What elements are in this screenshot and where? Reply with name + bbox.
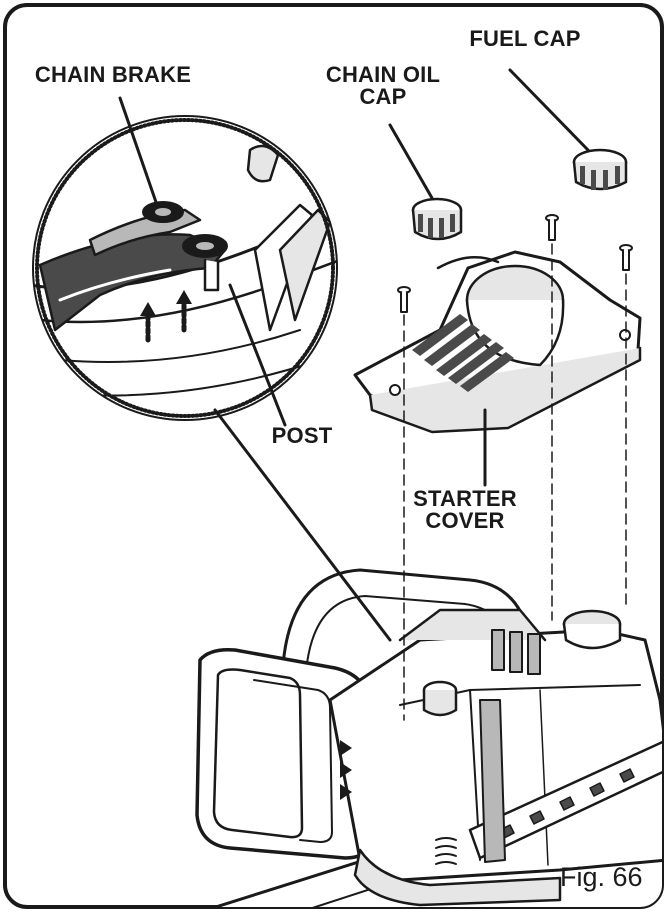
post-label: POST — [271, 423, 333, 448]
chain-oil-cap-label: CHAIN OIL CAP — [325, 62, 441, 109]
leader-lines — [118, 68, 590, 642]
fuel-cap-label: FUEL CAP — [469, 26, 581, 51]
detail-zoom — [32, 115, 338, 421]
direction-arrows — [140, 290, 192, 343]
assembly-lines — [403, 243, 627, 721]
starter-cover-part — [353, 250, 642, 434]
figure-number: Fig. 66 — [560, 862, 643, 892]
starter-cover-label: STARTER COVER — [413, 486, 517, 533]
fuel-cap-part — [572, 148, 628, 191]
screws — [397, 214, 633, 313]
chain-brake-label: CHAIN BRAKE — [34, 62, 192, 87]
chain-oil-cap-part — [411, 197, 463, 241]
chainsaw-body — [195, 568, 662, 907]
